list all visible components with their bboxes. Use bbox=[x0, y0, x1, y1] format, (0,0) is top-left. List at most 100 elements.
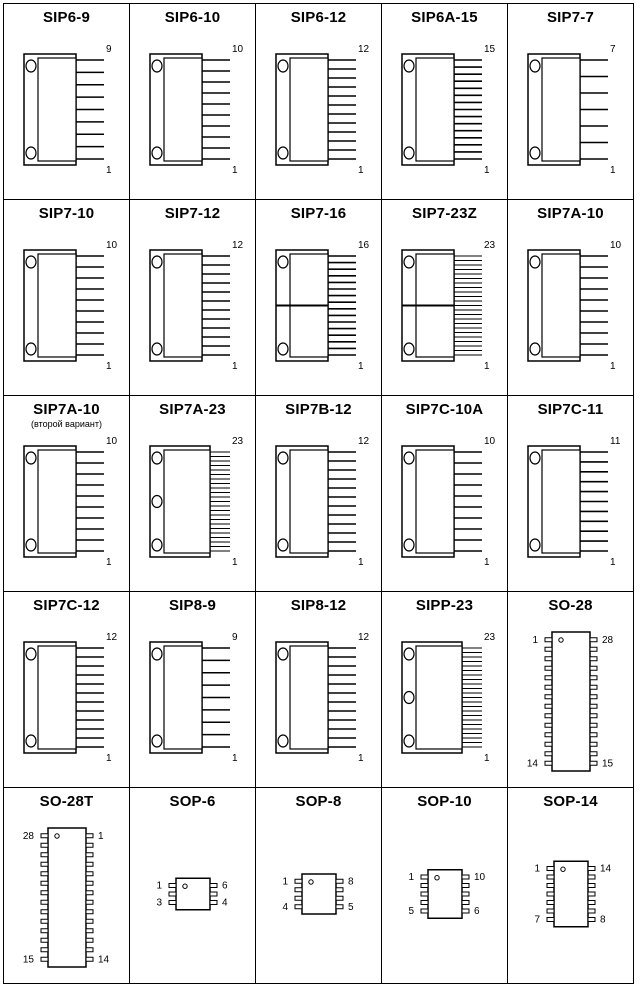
package-drawing: 161 bbox=[275, 240, 370, 372]
pin-label-bottom: 1 bbox=[232, 361, 238, 372]
package-outline bbox=[527, 249, 581, 362]
mounting-hole bbox=[25, 647, 37, 661]
pin-label: 14 bbox=[600, 864, 612, 875]
pin-label-bottom: 1 bbox=[358, 557, 364, 568]
pins bbox=[202, 255, 230, 356]
package-name: SIP7-12 bbox=[164, 205, 221, 222]
pin bbox=[85, 937, 94, 943]
pin-label-top: 10 bbox=[232, 44, 244, 55]
pin bbox=[589, 732, 598, 738]
chip-body bbox=[37, 645, 77, 750]
package-outline bbox=[23, 641, 77, 754]
package-name: SIPP-23 bbox=[415, 597, 474, 614]
pin bbox=[40, 842, 49, 848]
package-name: SIP7C-10A bbox=[405, 401, 484, 418]
mounting-hole bbox=[151, 255, 163, 269]
pin-label: 6 bbox=[222, 881, 228, 892]
pin bbox=[335, 887, 344, 893]
mounting-hole bbox=[403, 690, 415, 705]
pin-label: 8 bbox=[348, 876, 354, 887]
pin bbox=[589, 675, 598, 681]
mounting-hole bbox=[151, 59, 163, 73]
mounting-hole bbox=[403, 342, 415, 356]
pin-label-bottom: 1 bbox=[106, 165, 112, 176]
chip-body bbox=[301, 873, 337, 915]
package-outline bbox=[301, 873, 337, 915]
package-drawing: 71 bbox=[527, 44, 616, 176]
package-outline bbox=[275, 641, 329, 754]
package-drawing: 12 1 bbox=[23, 632, 118, 764]
chip-body bbox=[37, 253, 77, 358]
pin bbox=[544, 637, 553, 643]
package-drawing: 101 bbox=[149, 44, 244, 176]
pin-label-top: 15 bbox=[484, 44, 496, 55]
package-outline bbox=[149, 641, 203, 754]
pin bbox=[544, 732, 553, 738]
pin-label-top: 11 bbox=[610, 436, 621, 447]
chip-body bbox=[541, 57, 581, 162]
mounting-hole bbox=[25, 734, 37, 748]
pin-label-bottom: 1 bbox=[232, 557, 238, 568]
chip-body bbox=[289, 449, 329, 554]
chip-body bbox=[163, 449, 211, 554]
pin bbox=[294, 878, 303, 884]
pin bbox=[589, 751, 598, 757]
pin bbox=[85, 947, 94, 953]
package-name: SIP6-12 bbox=[290, 9, 347, 26]
pins bbox=[328, 451, 356, 552]
mounting-hole bbox=[529, 342, 541, 356]
package-name: SIP7C-12 bbox=[33, 597, 100, 614]
pin bbox=[85, 890, 94, 896]
pin bbox=[589, 637, 598, 643]
pin bbox=[546, 908, 555, 914]
mounting-hole bbox=[277, 342, 289, 356]
pin bbox=[461, 874, 470, 880]
pin bbox=[420, 874, 429, 880]
package-drawing: 91 bbox=[23, 44, 112, 176]
mounting-hole bbox=[151, 538, 163, 552]
mounting-hole bbox=[151, 494, 163, 509]
pin bbox=[587, 917, 596, 922]
pin bbox=[40, 833, 49, 839]
pin bbox=[461, 908, 470, 914]
pin-label-bottom: 1 bbox=[484, 165, 490, 176]
pin1-marker bbox=[558, 637, 564, 643]
chip-body bbox=[289, 57, 329, 162]
pin bbox=[461, 883, 470, 888]
pin bbox=[85, 833, 94, 839]
chip-body bbox=[415, 645, 463, 750]
pin-label: 6 bbox=[474, 906, 480, 917]
chip-body bbox=[415, 449, 455, 554]
pin-label: 15 bbox=[23, 954, 35, 965]
pin-label-bottom: 1 bbox=[106, 753, 112, 764]
pin-label: 28 bbox=[602, 635, 614, 646]
mounting-hole bbox=[403, 538, 415, 552]
package-name: SOP-8 bbox=[295, 793, 342, 810]
pins bbox=[454, 451, 482, 552]
mounting-hole bbox=[529, 255, 541, 269]
pin-label-top: 12 bbox=[106, 632, 118, 643]
pin-label: 8 bbox=[600, 915, 606, 926]
mounting-hole bbox=[25, 342, 37, 356]
pin bbox=[546, 866, 555, 871]
pin-label: 1 bbox=[156, 881, 162, 892]
pin bbox=[85, 842, 94, 848]
pins bbox=[454, 59, 482, 160]
pin-label-bottom: 1 bbox=[358, 165, 364, 176]
pin bbox=[420, 900, 429, 905]
mounting-hole bbox=[25, 146, 37, 160]
pin bbox=[40, 899, 49, 905]
chip-body bbox=[175, 877, 211, 911]
